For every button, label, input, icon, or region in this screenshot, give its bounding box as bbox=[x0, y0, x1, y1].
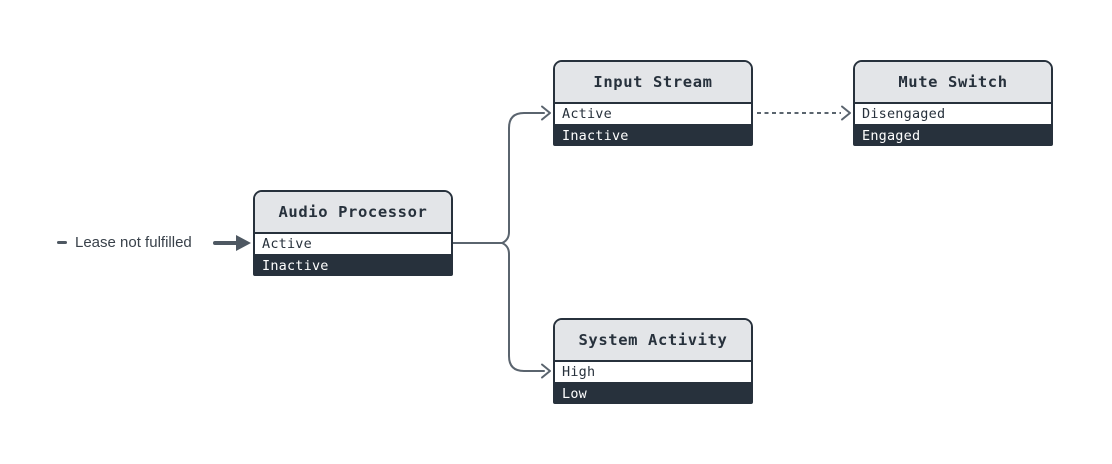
node-title: Input Stream bbox=[555, 62, 751, 104]
node-title: Audio Processor bbox=[255, 192, 451, 234]
node-system-activity: System Activity High Low bbox=[553, 318, 753, 404]
annotation-label: Lease not fulfilled bbox=[75, 234, 192, 251]
annotation-dash-icon bbox=[57, 240, 67, 245]
state-row-inactive: Engaged bbox=[855, 126, 1051, 144]
node-input-stream: Input Stream Active Inactive bbox=[553, 60, 753, 146]
state-row-inactive: Inactive bbox=[255, 256, 451, 274]
node-title: Mute Switch bbox=[855, 62, 1051, 104]
arrowhead-system-activity-icon bbox=[541, 363, 551, 379]
node-mute-switch: Mute Switch Disengaged Engaged bbox=[853, 60, 1053, 146]
state-row-inactive: Low bbox=[555, 384, 751, 402]
lease-annotation: Lease not fulfilled bbox=[57, 233, 192, 252]
state-row-active: Active bbox=[255, 234, 451, 256]
state-row-inactive: Inactive bbox=[555, 126, 751, 144]
node-title: System Activity bbox=[555, 320, 751, 362]
arrowhead-mute-switch-icon bbox=[841, 105, 851, 121]
state-row-active: Disengaged bbox=[855, 104, 1051, 126]
node-audio-processor: Audio Processor Active Inactive bbox=[253, 190, 453, 276]
edge-to-input-stream bbox=[501, 112, 545, 244]
annotation-arrow-head-icon bbox=[236, 235, 251, 251]
state-row-active: High bbox=[555, 362, 751, 384]
edge-to-system-activity bbox=[501, 242, 545, 372]
state-row-active: Active bbox=[555, 104, 751, 126]
arrowhead-input-stream-icon bbox=[541, 105, 551, 121]
